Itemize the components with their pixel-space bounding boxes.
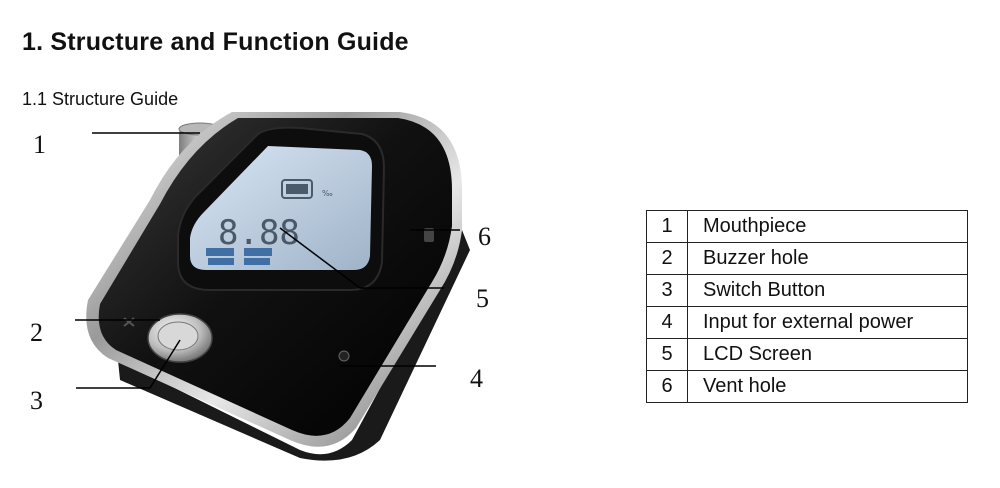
legend-label: LCD Screen xyxy=(687,338,968,371)
table-row: 6 Vent hole xyxy=(646,370,968,403)
legend-number: 6 xyxy=(646,370,688,403)
legend-label: Buzzer hole xyxy=(687,242,968,275)
page-title: 1. Structure and Function Guide xyxy=(22,28,409,56)
breathalyzer-illustration: 8.88 ‰ xyxy=(75,112,470,461)
callout-3: 3 xyxy=(30,386,43,415)
legend-number: 2 xyxy=(646,242,688,275)
vent-hole xyxy=(424,228,434,242)
callout-5: 5 xyxy=(476,284,489,313)
table-row: 5 LCD Screen xyxy=(646,338,968,371)
power-jack xyxy=(338,350,350,362)
legend-label: Vent hole xyxy=(687,370,968,403)
table-row: 3 Switch Button xyxy=(646,274,968,307)
callout-lines xyxy=(75,132,460,389)
device-base xyxy=(118,230,470,461)
switch-button xyxy=(147,313,213,363)
parts-legend-table: 1 Mouthpiece 2 Buzzer hole 3 Switch Butt… xyxy=(646,210,968,403)
table-row: 2 Buzzer hole xyxy=(646,242,968,275)
device-figure: 8.88 ‰ 1 2 3 4 5 6 xyxy=(0,100,560,488)
callout-2: 2 xyxy=(30,318,43,347)
lcd-battery-icon xyxy=(281,179,313,199)
table-row: 1 Mouthpiece xyxy=(646,210,968,243)
section-subtitle: 1.1 Structure Guide xyxy=(22,89,179,109)
svg-text:‰: ‰ xyxy=(322,189,333,198)
legend-number: 4 xyxy=(646,306,688,339)
legend-label: Switch Button xyxy=(687,274,968,307)
legend-label: Input for external power xyxy=(687,306,968,339)
callout-1: 1 xyxy=(33,130,46,159)
callout-4: 4 xyxy=(470,364,483,393)
legend-number: 3 xyxy=(646,274,688,307)
lcd-screen xyxy=(190,146,372,270)
table-row: 4 Input for external power xyxy=(646,306,968,339)
callout-6: 6 xyxy=(478,222,491,251)
legend-label: Mouthpiece xyxy=(687,210,968,243)
legend-number: 1 xyxy=(646,210,688,243)
legend-number: 5 xyxy=(646,338,688,371)
